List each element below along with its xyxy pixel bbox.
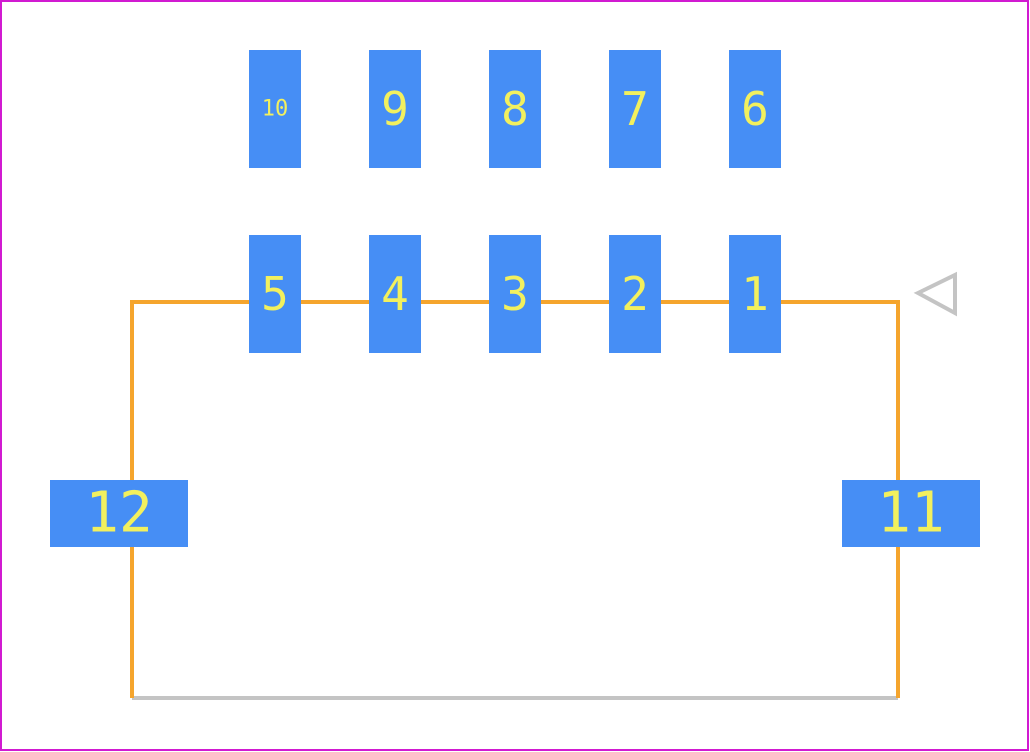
pad-group: 1 2 3 4 5 6 7 8 (50, 50, 980, 547)
pad-9[interactable]: 9 (369, 50, 421, 168)
pad-6[interactable]: 6 (729, 50, 781, 168)
pad-12[interactable]: 12 (50, 480, 188, 547)
pad-9-label: 9 (381, 82, 409, 136)
pad-2[interactable]: 2 (609, 235, 661, 353)
pad-3-label: 3 (501, 267, 529, 321)
pad-10[interactable]: 10 (249, 50, 301, 168)
pad-2-label: 2 (621, 267, 649, 321)
pad-3[interactable]: 3 (489, 235, 541, 353)
pad-6-label: 6 (741, 82, 769, 136)
pad-1[interactable]: 1 (729, 235, 781, 353)
pad-1-label: 1 (741, 267, 769, 321)
pad-12-label: 12 (85, 481, 152, 546)
pad-5-label: 5 (261, 267, 289, 321)
pad-4-label: 4 (381, 267, 409, 321)
pad-7[interactable]: 7 (609, 50, 661, 168)
triangle-left-icon (913, 271, 957, 317)
pad-7-label: 7 (621, 82, 649, 136)
pad-10-label: 10 (262, 97, 289, 122)
pad-8[interactable]: 8 (489, 50, 541, 168)
pad-11-label: 11 (877, 481, 944, 546)
pad-11[interactable]: 11 (842, 480, 980, 547)
pad-5[interactable]: 5 (249, 235, 301, 353)
pad-4[interactable]: 4 (369, 235, 421, 353)
silkscreen-outline (130, 300, 900, 698)
pad-8-label: 8 (501, 82, 529, 136)
